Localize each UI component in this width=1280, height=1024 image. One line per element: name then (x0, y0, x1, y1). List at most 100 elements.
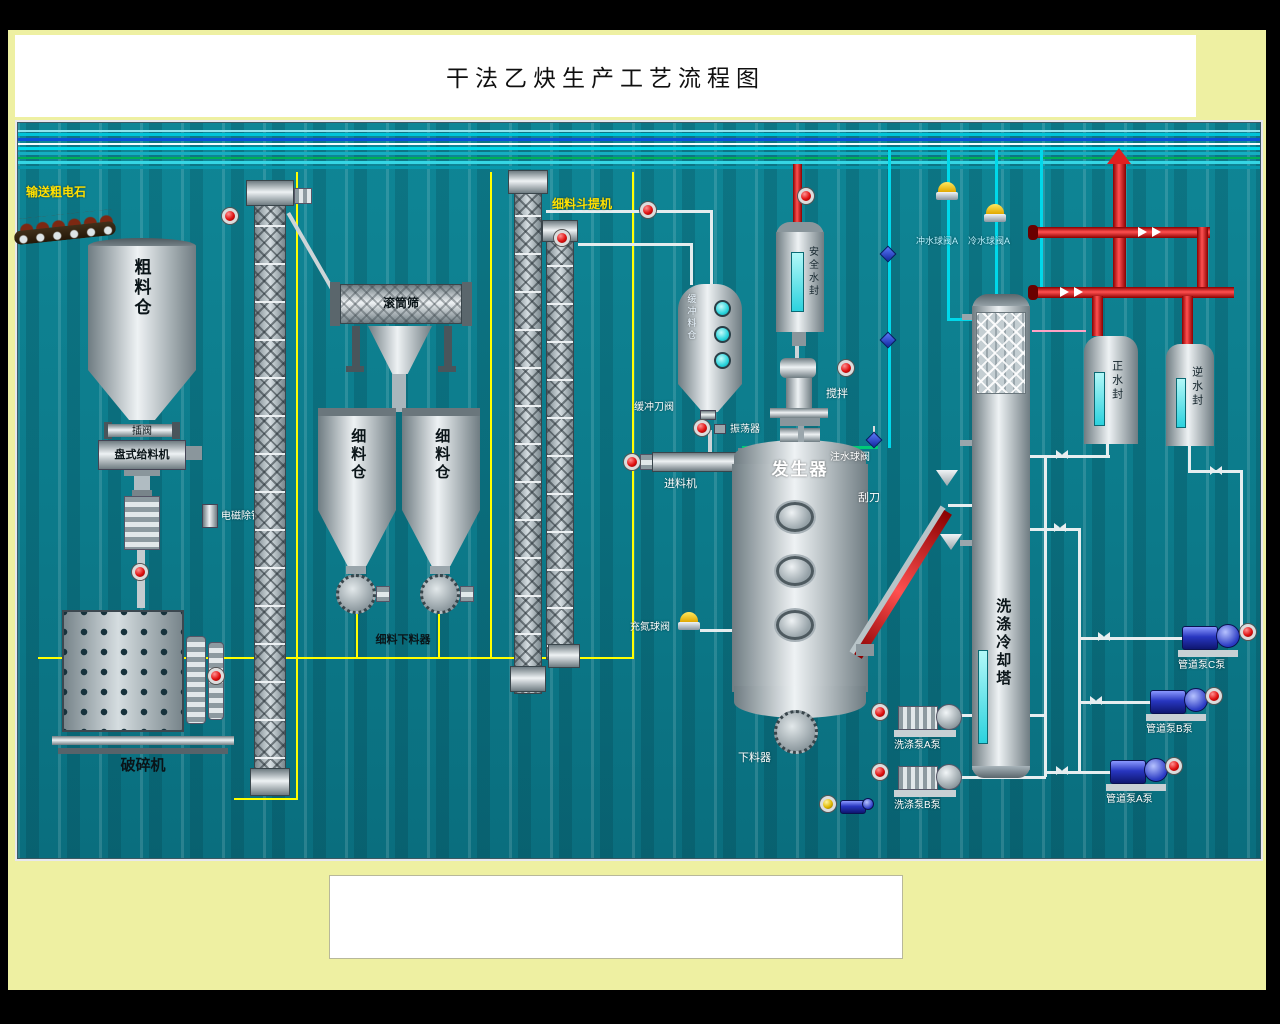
grid-valve[interactable] (1054, 523, 1066, 532)
pipe-segment (710, 210, 713, 284)
red-pipe (1036, 287, 1234, 298)
nitrogen-valve[interactable] (678, 612, 700, 631)
tower-nozzle (962, 314, 972, 320)
pipe-pump-a[interactable] (1110, 760, 1146, 784)
vibrator[interactable] (714, 424, 726, 434)
wash-pump-b[interactable] (898, 766, 938, 790)
pump-base (894, 730, 956, 737)
pipe-segment (18, 166, 1260, 169)
disc-feeder[interactable] (98, 440, 186, 470)
grid-valve[interactable] (1056, 450, 1068, 459)
pipe-segment (947, 150, 950, 320)
pipe-segment (18, 138, 1260, 141)
pump-base (894, 790, 956, 797)
scraper-bracket (856, 644, 874, 656)
tower-packing (976, 312, 1026, 394)
pipe-segment (18, 147, 1260, 150)
pipe-segment (690, 243, 693, 285)
elevator-boot (510, 666, 546, 692)
pipe-segment (1106, 444, 1109, 457)
pipe-segment (1040, 150, 1043, 288)
flush-valve-a-label: 冲水球阀A (916, 236, 959, 246)
drum-foot (346, 366, 364, 372)
elevator-head (508, 170, 548, 194)
status-led (1166, 758, 1182, 774)
pipe-pump-c-head (1216, 624, 1240, 648)
level-glass (1176, 378, 1186, 428)
feeder-motor[interactable] (124, 496, 160, 550)
title-band: 干法乙炔生产工艺流程图 (15, 35, 1196, 117)
knife-valve[interactable] (700, 410, 716, 420)
crusher[interactable] (62, 610, 184, 732)
pipe-segment (18, 133, 1260, 136)
bottom-discharger[interactable] (774, 710, 818, 754)
level-glass (978, 650, 988, 744)
fine-silo-1[interactable] (318, 416, 396, 510)
pipe-segment (234, 798, 298, 800)
bucket-elevator-3[interactable] (546, 226, 574, 660)
bucket-elevator-2[interactable] (514, 176, 542, 694)
pipe-segment (296, 172, 298, 800)
slide-valve[interactable] (108, 424, 176, 437)
rotary-discharger[interactable] (336, 574, 376, 614)
grid-valve[interactable] (1056, 766, 1068, 775)
elevator-boot (250, 768, 290, 796)
status-led (624, 454, 640, 470)
agitator-motor[interactable] (780, 358, 816, 378)
pipe-segment (38, 657, 634, 659)
buffer-silo[interactable] (678, 284, 742, 384)
status-led (694, 420, 710, 436)
bucket-elevator-1[interactable] (254, 186, 286, 796)
fine-silo-2-label: 细料仓 (433, 428, 451, 482)
tower-nozzle (960, 540, 972, 546)
pipe-segment (700, 629, 736, 632)
drum-foot (438, 366, 456, 372)
agitator-flange (780, 418, 820, 426)
agitator-flange (770, 408, 828, 418)
screw-feeder[interactable] (652, 452, 740, 472)
pipe-pump-c[interactable] (1182, 626, 1218, 650)
grid-valve[interactable] (1098, 632, 1110, 641)
flush-ball-valve-a[interactable] (936, 182, 958, 201)
pump-base (1178, 650, 1238, 657)
drum-screen-label: 滚筒筛 (382, 296, 419, 310)
pipe-segment (18, 130, 1260, 132)
nitrogen-valve-label: 充氮球阀 (630, 622, 670, 633)
fine-silo-2[interactable] (402, 416, 480, 510)
grid-valve[interactable] (1090, 696, 1102, 705)
pipe-segment (1032, 330, 1086, 332)
magnetic-remover[interactable] (202, 504, 218, 528)
reverse-water-seal[interactable] (1166, 344, 1214, 446)
status-led (208, 668, 224, 684)
agitator-shaft (798, 426, 804, 442)
drum-screen[interactable] (340, 284, 462, 324)
positive-water-seal[interactable] (1084, 336, 1138, 444)
discharger-motor (460, 586, 474, 602)
pipe-segment (1078, 637, 1184, 640)
pipe-segment (346, 566, 366, 574)
status-led (1240, 624, 1256, 640)
pipe-segment (356, 614, 358, 658)
motor-cap (132, 490, 152, 498)
grid-valve[interactable] (1210, 466, 1222, 475)
status-led (872, 704, 888, 720)
footer-panel (330, 876, 902, 958)
cold-ball-valve-a[interactable] (984, 204, 1006, 223)
coarse-silo[interactable] (88, 246, 196, 370)
wash-pump-a-label: 洗涤泵A泵 (894, 740, 941, 751)
pipe-segment (1044, 455, 1047, 777)
flow-arrow-icon (1138, 227, 1147, 237)
status-led (640, 202, 656, 218)
red-pipe-cap (1028, 225, 1038, 240)
agitator-gearbox (786, 378, 812, 408)
pipe-segment (947, 318, 975, 321)
pipe-segment (18, 157, 1260, 159)
manhole (776, 502, 814, 532)
coarse-silo-label: 粗料仓 (131, 258, 151, 318)
wash-pump-a[interactable] (898, 706, 938, 730)
tower-nozzle (960, 440, 972, 446)
rotary-discharger[interactable] (420, 574, 460, 614)
pipe-pump-b[interactable] (1150, 690, 1186, 714)
crusher-label: 破碎机 (120, 757, 166, 774)
